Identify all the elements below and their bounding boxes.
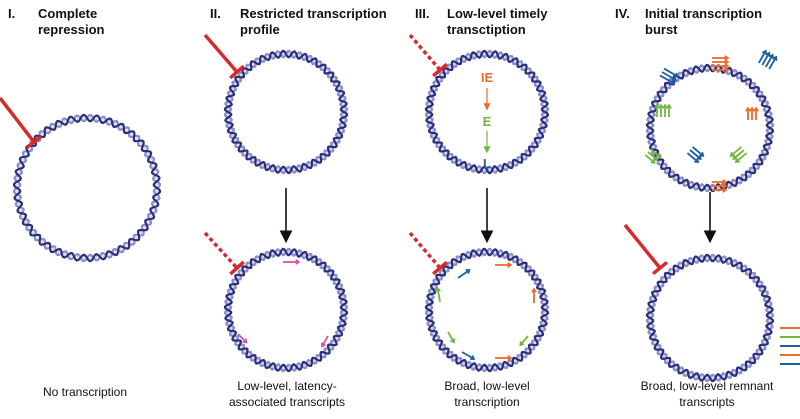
- panel-4-numeral: IV.: [615, 6, 630, 21]
- latency-transcript: [237, 333, 248, 344]
- ie-transcript: [495, 262, 513, 268]
- burst-transcripts-l: [663, 67, 680, 78]
- burst-transcripts-e: [649, 148, 661, 158]
- dna-strand-outer: [223, 247, 349, 373]
- l-transcript: [461, 351, 476, 361]
- repressor-line: [203, 33, 239, 74]
- latency-transcript: [320, 335, 329, 348]
- panel-4-caption: Broad, low-level remnant transcripts: [640, 379, 774, 409]
- dna-strand-outer: [424, 49, 550, 175]
- dna-strand-outer: [645, 63, 775, 193]
- repressor-panel-3-bottom: [408, 231, 448, 276]
- panel-4-title: Initial transcription burst: [645, 6, 763, 37]
- e-transcript: [435, 286, 441, 303]
- dna-circles: [12, 49, 775, 383]
- cascade-e-label: E: [483, 114, 492, 129]
- repressor-bar: [229, 64, 245, 80]
- burst-transcripts-e: [729, 146, 743, 157]
- panel-1-title: Complete repression: [38, 6, 105, 37]
- burst-transcripts-l: [689, 149, 702, 160]
- burst-transcripts-l: [764, 53, 774, 68]
- burst-transcripts-l: [691, 146, 705, 157]
- dna-circle-panel-3-bottom: [424, 247, 550, 373]
- panel-3-title: Low-level timely transctiption: [447, 6, 548, 37]
- cascade-ie-label: IE: [481, 70, 494, 85]
- repressor-panel-2-bottom: [203, 231, 245, 276]
- burst-transcripts-l: [659, 74, 676, 85]
- burst-transcripts-ie: [753, 106, 759, 120]
- repressor-bar: [25, 135, 43, 149]
- repressor-bar: [432, 62, 448, 78]
- burst-transcripts-ie: [712, 63, 730, 69]
- repressor-line: [408, 33, 442, 72]
- repressors: [0, 33, 669, 276]
- dna-strand-outer: [645, 253, 775, 383]
- burst-transcripts-ie: [712, 67, 730, 73]
- repressor-panel-4-bottom: [623, 223, 669, 276]
- dna-circle-panel-2-top: [223, 49, 349, 175]
- burst-transcripts-e: [647, 151, 659, 161]
- burst-transcripts-ie: [712, 183, 728, 189]
- burst-transcripts-l: [758, 49, 767, 64]
- dna-strand-outer: [223, 49, 349, 175]
- panel-3-numeral: III.: [415, 6, 430, 21]
- repressor-bar: [432, 260, 448, 276]
- burst-transcripts-e: [662, 103, 668, 117]
- repressor-panel-3-top: [408, 33, 448, 78]
- transcripts: [237, 49, 800, 365]
- burst-transcripts-e: [658, 103, 664, 117]
- panel-1-numeral: I.: [8, 6, 16, 21]
- repressor-line: [203, 231, 239, 270]
- burst-transcripts-l: [761, 51, 771, 66]
- panel-1-caption: No transcription: [42, 385, 128, 399]
- repressor-bar: [651, 260, 669, 276]
- burst-transcripts-l: [686, 152, 700, 163]
- panel-2-title: Restricted transcription profile: [240, 6, 387, 37]
- cascade-l-label: L: [483, 156, 491, 171]
- repressor-line: [408, 231, 442, 270]
- ie-transcript: [495, 355, 513, 361]
- dna-circle-panel-4-top: [645, 63, 775, 193]
- repressor-line: [623, 223, 662, 270]
- panel-3-caption: Broad, low-level transcription: [444, 379, 530, 409]
- panel-2-numeral: II.: [210, 6, 221, 21]
- burst-transcripts-ie: [712, 55, 730, 61]
- burst-transcripts-e: [654, 103, 660, 117]
- burst-transcripts-ie: [712, 187, 728, 193]
- burst-transcripts-ie: [712, 59, 730, 65]
- burst-transcripts-l: [768, 55, 778, 70]
- dna-circle-panel-3-top: [424, 49, 550, 175]
- repressor-bar: [229, 260, 245, 276]
- ie-transcript: [531, 287, 537, 303]
- dna-circle-panel-1: [12, 113, 162, 263]
- latency-transcript: [283, 259, 301, 265]
- burst-transcripts-e: [732, 149, 745, 160]
- l-transcript: [457, 269, 471, 279]
- dna-strand-outer: [12, 113, 162, 263]
- burst-transcripts-e: [666, 103, 672, 117]
- repressor-line: [0, 96, 36, 144]
- dna-circle-panel-4-bottom: [645, 253, 775, 383]
- repressor-panel-2-top: [203, 33, 245, 80]
- e-transcript: [519, 335, 529, 347]
- burst-transcripts-e: [644, 154, 656, 164]
- dna-circle-panel-2-bottom: [223, 247, 349, 373]
- burst-transcripts-ie: [712, 179, 728, 185]
- repressor-panel-1: [0, 96, 43, 149]
- panel-2-caption: Low-level, latency-associated transcript…: [228, 379, 346, 409]
- burst-transcripts-l: [661, 71, 678, 82]
- burst-transcripts-e: [734, 152, 748, 163]
- e-transcript: [447, 331, 456, 344]
- dna-strand-outer: [424, 247, 550, 373]
- burst-transcripts-ie: [749, 106, 755, 120]
- burst-transcripts-ie: [745, 106, 751, 120]
